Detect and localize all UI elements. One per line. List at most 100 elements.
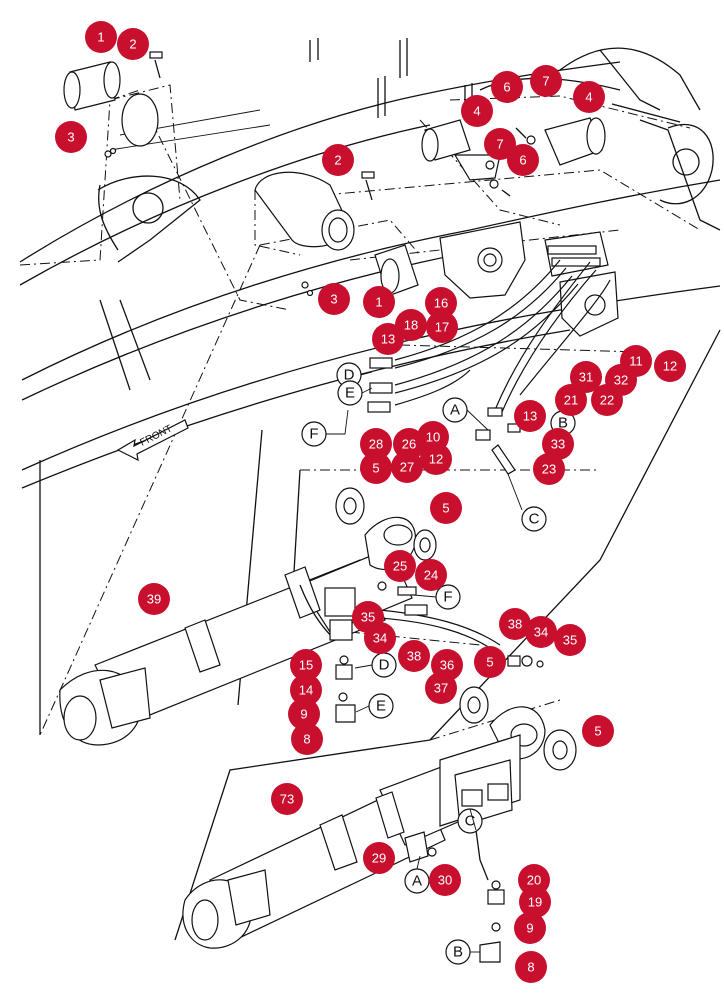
svg-text:39: 39 — [147, 592, 161, 607]
svg-text:38: 38 — [407, 649, 421, 664]
callout-31: 31 — [570, 361, 602, 393]
hose-fittings — [367, 357, 544, 668]
svg-text:22: 22 — [600, 393, 614, 408]
svg-text:1: 1 — [97, 30, 104, 45]
letter-b-lower: B — [445, 939, 471, 965]
svg-text:18: 18 — [404, 318, 418, 333]
callout-6-mid: 6 — [507, 144, 539, 176]
svg-text:9: 9 — [300, 707, 307, 722]
svg-text:C: C — [465, 813, 476, 830]
callout-14: 14 — [290, 674, 322, 706]
svg-text:33: 33 — [551, 437, 565, 452]
callout-12-mid: 12 — [420, 443, 452, 475]
callout-28: 28 — [360, 428, 392, 460]
svg-text:A: A — [450, 402, 460, 419]
svg-text:12: 12 — [663, 359, 677, 374]
callout-13-upper: 13 — [372, 323, 404, 355]
svg-text:37: 37 — [434, 681, 448, 696]
boom-brackets — [439, 221, 619, 337]
callout-3-top: 3 — [55, 121, 87, 153]
svg-text:25: 25 — [393, 559, 407, 574]
svg-text:73: 73 — [280, 792, 294, 807]
callout-25: 25 — [384, 550, 416, 582]
callout-34-left: 34 — [364, 622, 396, 654]
callout-5-d: 5 — [582, 715, 614, 747]
svg-text:F: F — [443, 589, 452, 606]
callout-23: 23 — [533, 453, 565, 485]
callout-29: 29 — [363, 842, 395, 874]
callout-15: 15 — [290, 649, 322, 681]
svg-text:14: 14 — [299, 683, 313, 698]
svg-text:5: 5 — [442, 501, 449, 516]
svg-text:1: 1 — [375, 295, 382, 310]
callout-9-upper: 9 — [288, 698, 320, 730]
callout-12-right: 12 — [654, 350, 686, 382]
svg-text:10: 10 — [426, 430, 440, 445]
callout-5-c: 5 — [474, 646, 506, 678]
svg-text:6: 6 — [519, 153, 526, 168]
svg-text:34: 34 — [534, 625, 548, 640]
svg-text:3: 3 — [67, 130, 74, 145]
svg-text:5: 5 — [486, 655, 493, 670]
callout-37: 37 — [425, 672, 457, 704]
svg-text:3: 3 — [330, 292, 337, 307]
svg-text:7: 7 — [542, 74, 549, 89]
callout-7-mid: 7 — [484, 128, 516, 160]
callout-27: 27 — [391, 451, 423, 483]
svg-text:31: 31 — [579, 370, 593, 385]
svg-text:5: 5 — [594, 724, 601, 739]
svg-text:2: 2 — [334, 153, 341, 168]
svg-text:16: 16 — [434, 296, 448, 311]
upper-cylinder — [59, 516, 417, 746]
letter-a-upper: A — [442, 397, 468, 423]
callout-2-top: 2 — [117, 28, 149, 60]
svg-text:5: 5 — [372, 461, 379, 476]
letter-f-lower: F — [435, 584, 461, 610]
svg-text:32: 32 — [614, 373, 628, 388]
callout-8-upper: 8 — [291, 723, 323, 755]
letter-c-lower: C — [457, 808, 483, 834]
callout-18: 18 — [395, 309, 427, 341]
callout-38-left: 38 — [398, 640, 430, 672]
letter-f-upper: F — [301, 421, 327, 447]
letter-e-lower: E — [368, 693, 394, 719]
svg-text:2: 2 — [129, 37, 136, 52]
callout-13-right: 13 — [514, 400, 546, 432]
svg-text:20: 20 — [527, 873, 541, 888]
callout-4-left: 4 — [461, 95, 493, 127]
callout-2-mid: 2 — [322, 144, 354, 176]
callout-3-mid: 3 — [318, 283, 350, 315]
svg-text:27: 27 — [400, 460, 414, 475]
svg-text:F: F — [309, 426, 318, 443]
callout-16: 16 — [425, 287, 457, 319]
callout-4-right: 4 — [573, 81, 605, 113]
callout-1-mid: 1 — [363, 286, 395, 318]
svg-text:38: 38 — [508, 617, 522, 632]
callout-34-right: 34 — [525, 616, 557, 648]
letter-c-upper: C — [521, 506, 547, 532]
callout-38-right: 38 — [499, 608, 531, 640]
callout-35-right: 35 — [554, 624, 586, 656]
svg-text:30: 30 — [438, 873, 452, 888]
pin-group-upper-right — [421, 117, 606, 197]
letter-a-lower: A — [404, 868, 430, 894]
callout-22: 22 — [591, 384, 623, 416]
svg-text:7: 7 — [496, 137, 503, 152]
svg-text:15: 15 — [299, 658, 313, 673]
letter-leaders — [326, 371, 523, 953]
callout-24: 24 — [415, 559, 447, 591]
svg-text:11: 11 — [629, 354, 643, 369]
svg-text:B: B — [453, 944, 463, 961]
svg-text:17: 17 — [435, 320, 449, 335]
callout-17: 17 — [426, 311, 458, 343]
svg-text:8: 8 — [303, 732, 310, 747]
callout-26: 26 — [393, 428, 425, 460]
svg-text:23: 23 — [542, 462, 556, 477]
callout-9-lower: 9 — [514, 912, 546, 944]
svg-text:12: 12 — [429, 452, 443, 467]
svg-text:19: 19 — [528, 895, 542, 910]
callout-6-top: 6 — [491, 71, 523, 103]
svg-text:36: 36 — [440, 658, 454, 673]
lower-cylinder — [182, 706, 546, 963]
